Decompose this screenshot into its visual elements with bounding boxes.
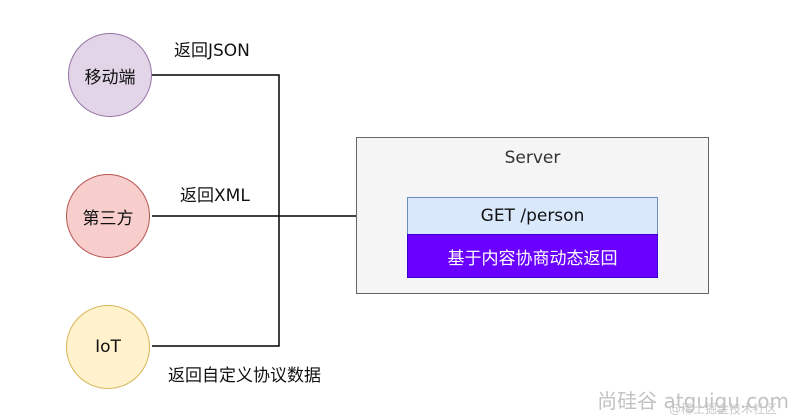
third-party-node-label: 第三方 bbox=[82, 208, 134, 229]
edge-label-json: 返回JSON bbox=[174, 41, 250, 61]
iot-node: IoT bbox=[66, 305, 150, 389]
edge-mobile bbox=[152, 74, 280, 216]
edge-label-xml: 返回XML bbox=[180, 186, 250, 206]
endpoint-box: GET /person bbox=[407, 197, 658, 235]
mobile-node: 移动端 bbox=[68, 33, 152, 117]
server-title: Server bbox=[504, 148, 561, 168]
mobile-node-label: 移动端 bbox=[84, 67, 136, 88]
server-container: Server GET /person 基于内容协商动态返回 bbox=[356, 137, 709, 294]
iot-node-label: IoT bbox=[95, 337, 121, 357]
third-party-node: 第三方 bbox=[66, 174, 150, 258]
watermark-sub: @稀土掘金技术社区 bbox=[668, 402, 777, 416]
edge-iot bbox=[152, 216, 280, 347]
watermark: 尚硅谷 atguigu.com bbox=[597, 389, 789, 413]
negotiation-box: 基于内容协商动态返回 bbox=[407, 234, 658, 278]
negotiation-label: 基于内容协商动态返回 bbox=[447, 248, 618, 269]
edge-label-custom: 返回自定义协议数据 bbox=[168, 366, 321, 386]
endpoint-label: GET /person bbox=[480, 206, 585, 226]
